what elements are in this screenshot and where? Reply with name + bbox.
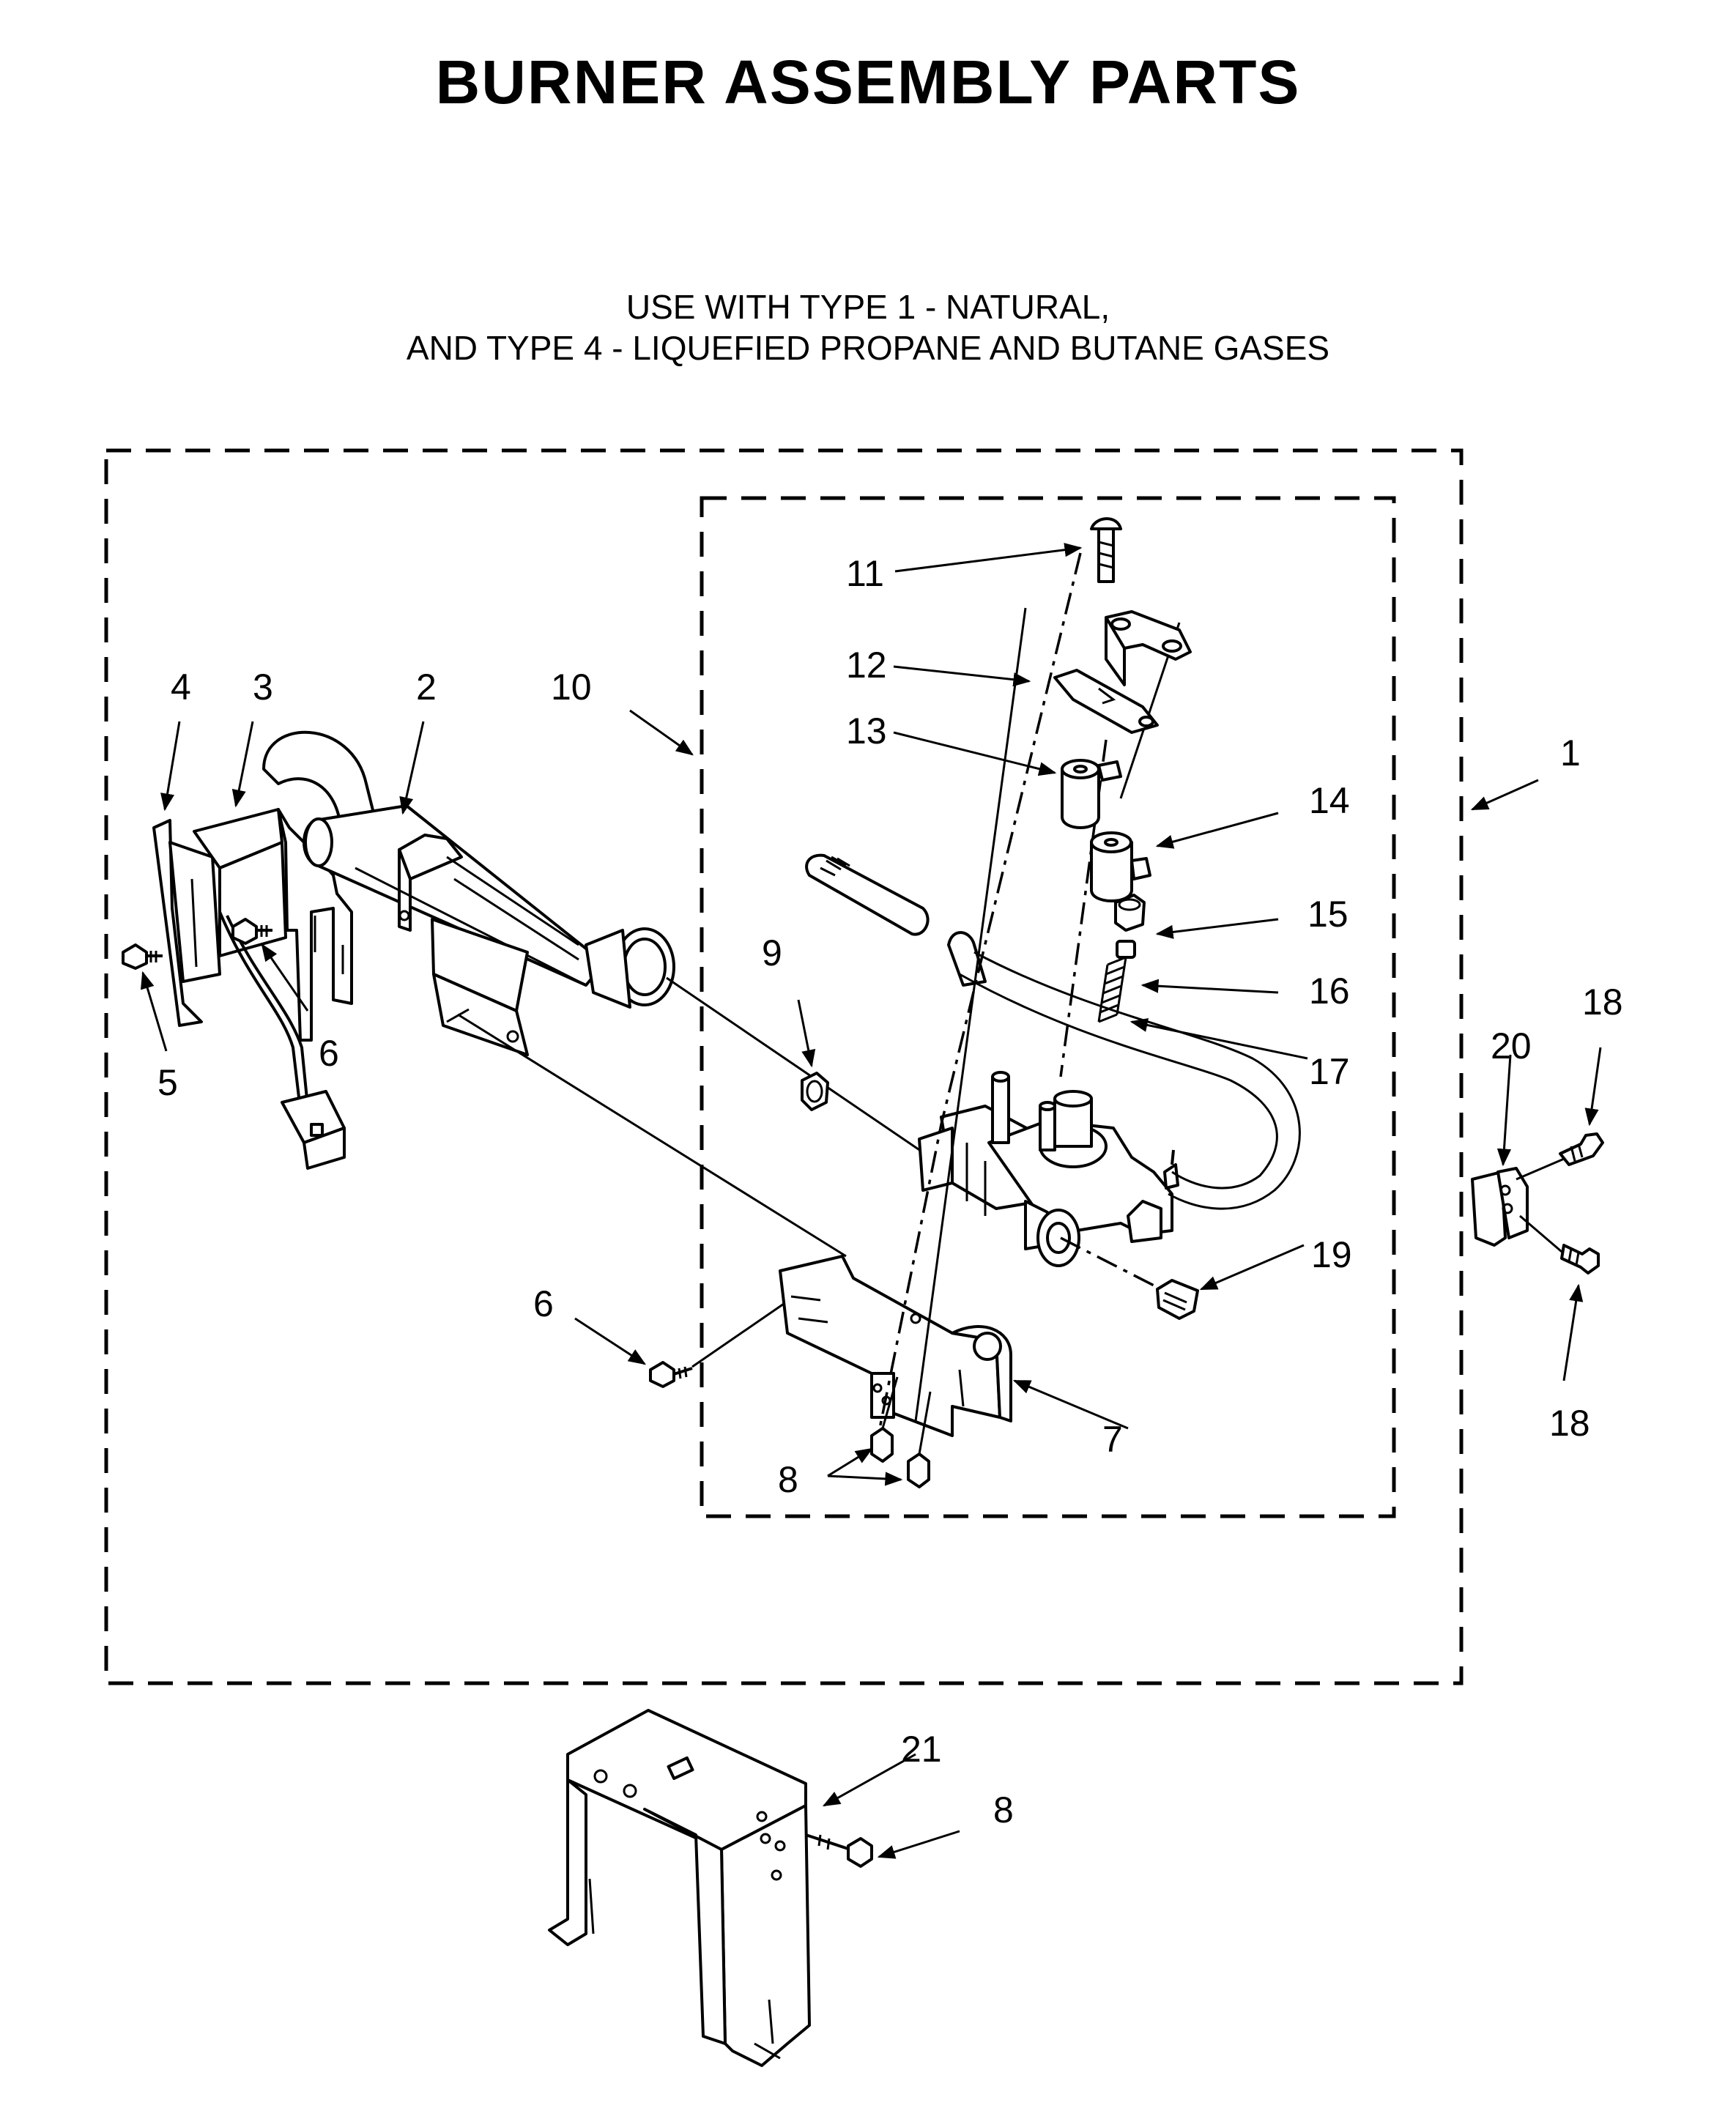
callout-18-upper: 18 [1582,982,1623,1023]
subtitle-line-1: USE WITH TYPE 1 - NATURAL, [626,288,1110,326]
callout-5: 5 [157,1062,178,1103]
page-title: BURNER ASSEMBLY PARTS [435,48,1301,116]
part-18-screw-lower [1560,1244,1600,1275]
orifice-center-line [666,976,931,1159]
orifice-axis [1060,1236,1169,1294]
callout-17: 17 [1309,1051,1350,1092]
callout-labels: 1 2 3 4 5 6 6 7 8 8 9 10 11 12 13 14 15 … [157,553,1623,1830]
part-20-sensor-bracket [1471,1156,1572,1261]
part-19-plug [1156,1279,1199,1320]
leader-arrows [140,543,1602,1859]
callout-10: 10 [551,667,592,708]
part-6-screw-lower [649,1302,784,1388]
outer-assembly-boundary [104,448,1464,1685]
part-14-coil [1090,831,1151,902]
callout-18-lower: 18 [1549,1403,1590,1444]
callout-14: 14 [1309,780,1350,821]
callout-6-upper: 6 [319,1033,339,1074]
callout-21: 21 [901,1729,942,1770]
callout-4: 4 [171,667,191,708]
callout-2: 2 [416,667,437,708]
part-8-screw-bracket [805,1833,873,1868]
valve-stack-axis-left [878,552,1082,1433]
callout-1: 1 [1560,732,1581,773]
callout-8-bracket: 8 [993,1789,1014,1830]
callout-6-lower: 6 [533,1283,554,1324]
part-4-bracket [152,819,221,1027]
callout-12: 12 [846,645,887,686]
igniter-rod [805,853,930,936]
callout-15: 15 [1307,894,1349,935]
callout-16: 16 [1309,971,1350,1012]
part-13-coil [1061,759,1122,829]
burner-mounting-line [457,1013,847,1258]
callout-20: 20 [1491,1025,1532,1066]
callout-13: 13 [846,711,887,752]
part-12-coil-cover [1053,610,1192,734]
callout-8-valve: 8 [778,1459,798,1500]
part-15-cap [1114,894,1146,932]
part-2-burner-tube [262,730,675,1056]
part-11-screw [1090,517,1122,583]
callout-7: 7 [1102,1419,1123,1460]
gas-valve-body [918,1071,1179,1267]
part-16-plunger [1116,940,1136,959]
part-17-spring [1097,956,1127,1023]
callout-19: 19 [1311,1234,1352,1275]
part-7-burner-bracket [779,1255,1012,1437]
part-9-orifice [801,1072,829,1111]
callout-9: 9 [762,932,782,973]
part-5-screw [122,943,163,970]
callout-3: 3 [253,667,273,708]
callout-11: 11 [846,553,884,594]
part-21-support-bracket [548,1709,811,2067]
subtitle-line-2: AND TYPE 4 - LIQUEFIED PROPANE AND BUTAN… [406,329,1330,367]
inner-valve-boundary [700,496,1396,1518]
part-6-screw-upper [231,918,272,945]
part-18-screw-upper [1559,1132,1604,1166]
